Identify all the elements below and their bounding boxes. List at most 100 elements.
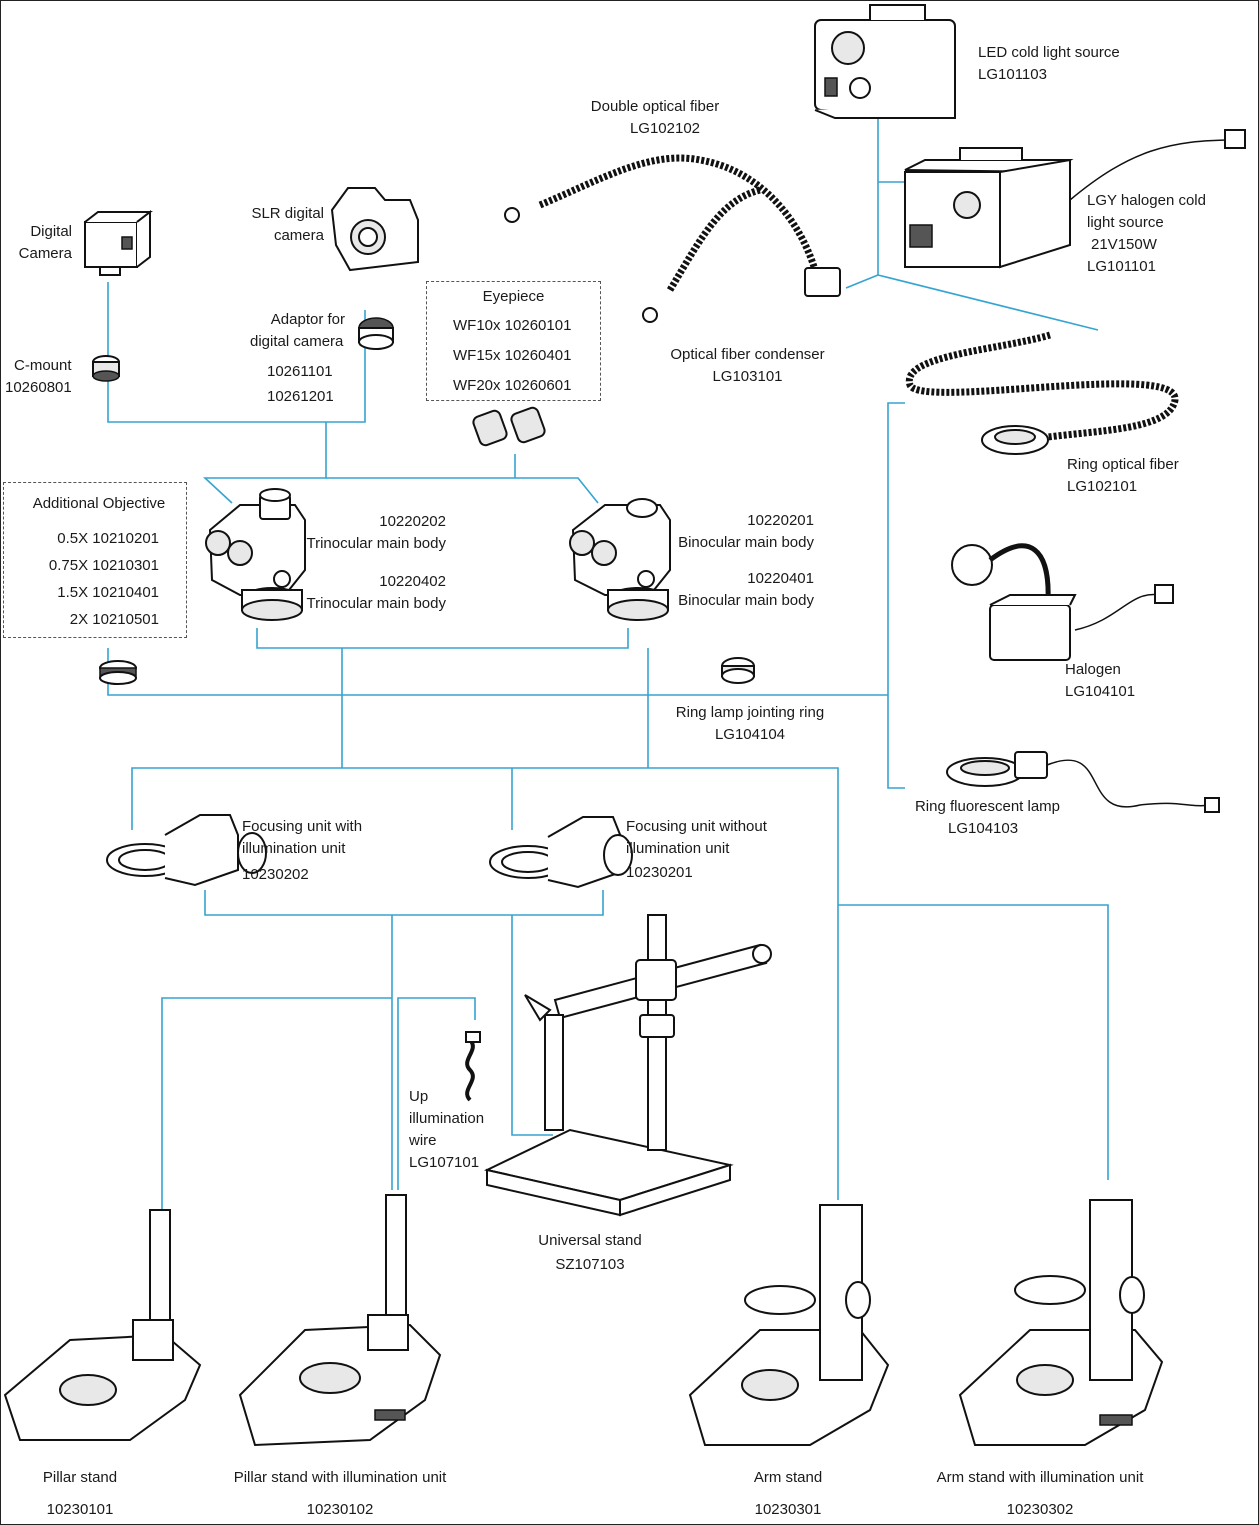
arm-stand-with-illumination-icon — [958, 1199, 1164, 1446]
objective-ring-icon — [99, 660, 137, 685]
ring-fiber-label: Ring optical fiber LG102101 — [1067, 454, 1179, 498]
ring-fluorescent-label: Ring fluorescent lamp LG104103 — [910, 796, 1065, 840]
additional-objective-list: 0.5X 10210201 0.75X 10210301 1.5X 102104… — [4, 525, 159, 633]
up-wire-code: LG107101 — [409, 1154, 480, 1171]
ring-optical-fiber-icon — [905, 331, 1179, 455]
lgy-halogen-line1: LGY halogen cold — [1087, 192, 1206, 209]
ring-lamp-jointing-ring-icon — [721, 657, 755, 684]
digital-camera-line2: Camera — [18, 245, 72, 262]
objective-item: 2X 10210501 — [69, 611, 159, 628]
binocular-2-name: Binocular main body — [678, 592, 814, 609]
pillar-stand-illum-name: Pillar stand with illumination unit — [233, 1469, 447, 1486]
double-fiber-code: LG102102 — [629, 120, 701, 137]
focus-without-line2: illumination unit — [626, 840, 730, 857]
eyepiece-item: WF15x 10260401 — [453, 347, 572, 364]
ring-fluorescent-lamp-icon — [946, 751, 1220, 813]
focus-with-line2: illumination unit — [242, 840, 346, 857]
pillar-stand-code: 10230101 — [46, 1501, 114, 1518]
digital-camera-label: Digital Camera — [10, 221, 72, 265]
connector-lines — [107, 118, 1109, 1215]
binocular-2-label: 10220401 Binocular main body — [670, 568, 814, 612]
pillar-stand-illum-label: Pillar stand with illumination unit 1023… — [225, 1467, 455, 1521]
fiber-condenser-code: LG103101 — [712, 368, 783, 385]
halogen-code: LG104101 — [1065, 683, 1136, 700]
lgy-halogen-code: LG101101 — [1087, 258, 1156, 275]
arm-stand-illum-name: Arm stand with illumination unit — [936, 1469, 1144, 1486]
adaptor-code2: 10261201 — [267, 388, 334, 405]
focusing-unit-with-illumination-icon — [106, 814, 267, 887]
additional-objective-box: Additional Objective 0.5X 10210201 0.75X… — [3, 482, 187, 638]
binocular-1-code: 10220201 — [747, 512, 814, 529]
focus-with-code: 10230202 — [242, 866, 309, 883]
binocular-body-icon — [569, 498, 671, 621]
adaptor-code1: 10261101 — [267, 363, 333, 380]
ring-jointing-name: Ring lamp jointing ring — [675, 704, 825, 721]
ring-fiber-code: LG102101 — [1067, 478, 1138, 495]
halogen-lamp-icon — [951, 543, 1174, 661]
arm-stand-name: Arm stand — [753, 1469, 823, 1486]
slr-camera-line2: camera — [273, 227, 324, 244]
arm-stand-label: Arm stand 10230301 — [728, 1467, 848, 1521]
universal-stand-name: Universal stand — [538, 1232, 642, 1249]
up-wire-line3: wire — [409, 1132, 437, 1149]
trinocular-1-label: 10220202 Trinocular main body — [300, 511, 446, 555]
universal-stand-label: Universal stand SZ107103 — [520, 1230, 660, 1276]
pillar-stand-name: Pillar stand — [42, 1469, 118, 1486]
eyepieces-icon — [472, 406, 546, 447]
led-source-label: LED cold light source LG101103 — [978, 42, 1120, 86]
universal-stand-code: SZ107103 — [555, 1256, 625, 1273]
digital-camera-line1: Digital — [30, 223, 72, 240]
up-wire-line1: Up — [409, 1088, 429, 1105]
trinocular-1-name: Trinocular main body — [306, 535, 446, 552]
binocular-1-name: Binocular main body — [678, 534, 814, 551]
focus-without-line1: Focusing unit without — [626, 818, 767, 835]
slr-camera-line1: SLR digital — [251, 205, 324, 222]
arm-stand-illum-code: 10230302 — [1006, 1501, 1074, 1518]
arm-stand-illum-label: Arm stand with illumination unit 1023030… — [925, 1467, 1155, 1521]
up-illumination-wire-icon — [465, 1031, 481, 1102]
binocular-2-code: 10220401 — [747, 570, 814, 587]
led-cold-light-source-icon — [814, 4, 956, 119]
eyepiece-item: WF10x 10260101 — [453, 317, 572, 334]
pillar-stand-with-illumination-icon — [238, 1194, 442, 1447]
objective-item: 0.5X 10210201 — [57, 530, 159, 547]
ring-fluorescent-code: LG104103 — [948, 820, 1019, 837]
trinocular-1-code: 10220202 — [379, 513, 446, 530]
slr-camera-icon — [330, 187, 419, 272]
slr-camera-label: SLR digital camera — [240, 203, 324, 247]
lgy-halogen-label: LGY halogen cold light source 21V150W LG… — [1087, 190, 1206, 278]
eyepiece-list: WF10x 10260101 WF15x 10260401 WF20x 1026… — [453, 311, 571, 401]
halogen-label: Halogen LG104101 — [1065, 659, 1135, 703]
adaptor-line2: digital camera — [250, 333, 344, 350]
fiber-condenser-name: Optical fiber condenser — [670, 346, 825, 363]
eyepiece-box: Eyepiece WF10x 10260101 WF15x 10260401 W… — [426, 281, 601, 401]
additional-objective-title: Additional Objective — [32, 495, 166, 512]
led-source-name: LED cold light source — [978, 44, 1120, 61]
adaptor-line1: Adaptor for — [270, 311, 345, 328]
pillar-stand-icon — [3, 1209, 202, 1441]
arm-stand-icon — [688, 1204, 890, 1446]
led-source-code: LG101103 — [978, 66, 1047, 83]
objective-item: 0.75X 10210301 — [48, 557, 159, 574]
eyepiece-title: Eyepiece — [482, 288, 545, 305]
universal-stand-icon — [483, 914, 772, 1217]
camera-adaptor-icon — [358, 317, 394, 350]
eyepiece-item: WF20x 10260601 — [453, 377, 572, 394]
adaptor-label: Adaptor for digital camera 10261101 1026… — [250, 309, 345, 408]
focus-without-code: 10230201 — [626, 864, 693, 881]
double-fiber-label: Double optical fiber LG102102 — [555, 96, 755, 140]
digital-camera-icon — [84, 209, 153, 276]
focusing-unit-without-illumination-icon — [489, 816, 633, 889]
trinocular-body-icon — [205, 488, 306, 621]
ring-fluorescent-name: Ring fluorescent lamp — [914, 798, 1061, 815]
ring-fiber-name: Ring optical fiber — [1067, 456, 1179, 473]
double-fiber-name: Double optical fiber — [590, 98, 720, 115]
focus-without-label: Focusing unit without illumination unit … — [626, 816, 767, 884]
lgy-halogen-line2: light source — [1087, 214, 1164, 231]
pillar-stand-label: Pillar stand 10230101 — [20, 1467, 140, 1521]
focus-with-label: Focusing unit with illumination unit 102… — [242, 816, 362, 886]
lgy-halogen-line3: 21V150W — [1091, 236, 1157, 253]
double-optical-fiber-icon — [504, 154, 841, 323]
up-wire-line2: illumination — [409, 1110, 485, 1127]
